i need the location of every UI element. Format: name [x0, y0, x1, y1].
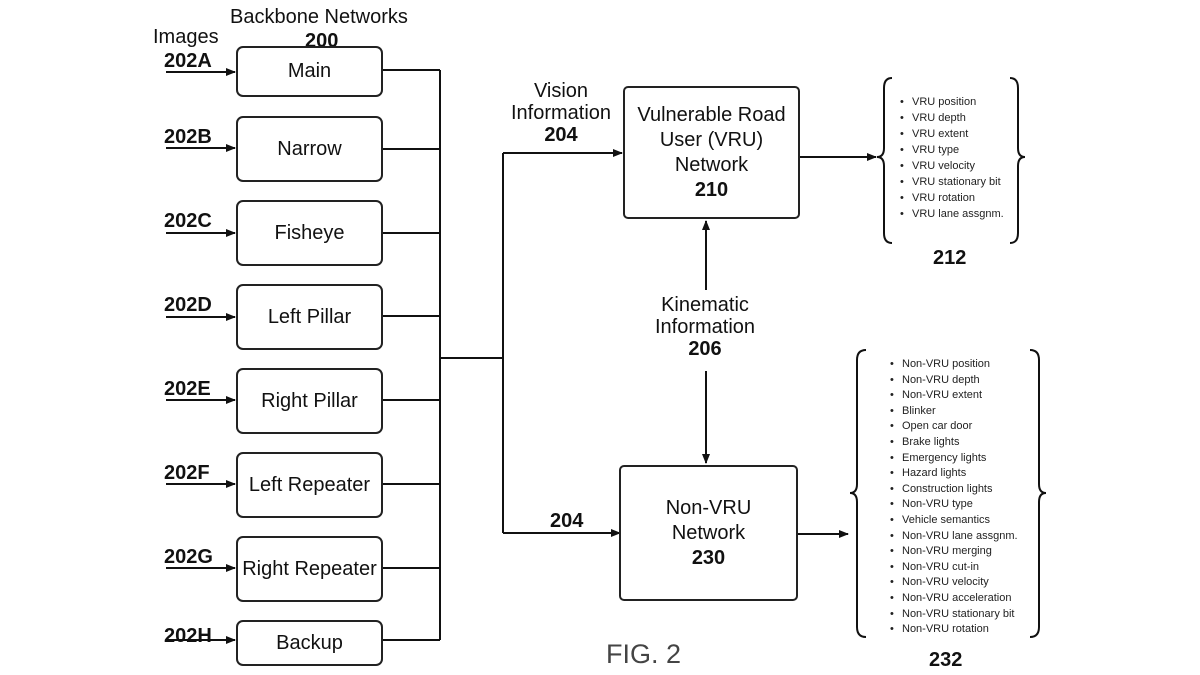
- camera-id-202B: 202B: [164, 126, 212, 148]
- nonvru-output-item: Open car door: [890, 419, 1018, 435]
- kinematic-information-number: 206: [688, 338, 722, 360]
- vru-network-box: Vulnerable Road User (VRU) Network 210: [623, 86, 800, 219]
- vru-outputs-number: 212: [933, 247, 967, 269]
- nonvru-output-item: Non-VRU cut-in: [890, 560, 1018, 576]
- camera-id-202H: 202H: [164, 625, 212, 647]
- camera-id-202G: 202G: [164, 546, 213, 568]
- nonvru-output-item: Hazard lights: [890, 466, 1018, 482]
- vru-output-item: VRU extent: [900, 126, 1004, 142]
- vru-output-item: VRU depth: [900, 110, 1004, 126]
- backbone-left-pillar-box: Left Pillar: [236, 284, 383, 350]
- nonvru-output-item: Non-VRU position: [890, 357, 1018, 373]
- vru-outputs-left-brace: [876, 77, 893, 244]
- backbone-backup-box: Backup: [236, 620, 383, 666]
- images-label: Images: [153, 26, 219, 48]
- vision-information-number: 204: [544, 124, 578, 146]
- nonvru-output-item: Non-VRU rotation: [890, 622, 1018, 638]
- vru-output-item: VRU type: [900, 142, 1004, 158]
- nonvru-output-item: Emergency lights: [890, 451, 1018, 467]
- nonvru-outputs-left-brace: [849, 349, 867, 638]
- nonvru-output-item: Non-VRU stationary bit: [890, 607, 1018, 623]
- backbone-main-box: Main: [236, 46, 383, 97]
- backbone-narrow-box: Narrow: [236, 116, 383, 182]
- nonvru-outputs-right-brace: [1029, 349, 1047, 638]
- vision-information-label: Vision Information 204: [498, 80, 624, 146]
- backbone-right-repeater-box: Right Repeater: [236, 536, 383, 602]
- nonvru-output-item: Non-VRU acceleration: [890, 591, 1018, 607]
- nonvru-output-item: Construction lights: [890, 482, 1018, 498]
- camera-id-202D: 202D: [164, 294, 212, 316]
- camera-id-202E: 202E: [164, 378, 211, 400]
- camera-id-202C: 202C: [164, 210, 212, 232]
- nonvru-output-item: Vehicle semantics: [890, 513, 1018, 529]
- backbone-fisheye-box: Fisheye: [236, 200, 383, 266]
- vru-output-item: VRU lane assgnm.: [900, 206, 1004, 222]
- nonvru-outputs-number: 232: [929, 649, 963, 671]
- camera-id-202F: 202F: [164, 462, 210, 484]
- vru-output-item: VRU position: [900, 94, 1004, 110]
- nonvru-output-item: Non-VRU velocity: [890, 575, 1018, 591]
- backbone-left-repeater-box: Left Repeater: [236, 452, 383, 518]
- vru-outputs-list: VRU positionVRU depthVRU extentVRU typeV…: [900, 94, 1004, 222]
- vru-output-item: VRU stationary bit: [900, 174, 1004, 190]
- figure-caption: FIG. 2: [606, 639, 682, 669]
- nonvru-output-item: Non-VRU merging: [890, 544, 1018, 560]
- nonvru-output-item: Non-VRU depth: [890, 373, 1018, 389]
- nonvru-output-item: Non-VRU extent: [890, 388, 1018, 404]
- nonvru-output-item: Non-VRU lane assgnm.: [890, 529, 1018, 545]
- nonvru-network-number: 230: [691, 546, 726, 569]
- nonvru-output-item: Non-VRU type: [890, 497, 1018, 513]
- backbone-networks-label: Backbone Networks: [230, 6, 408, 28]
- kinematic-information-label: Kinematic Information 206: [630, 294, 780, 360]
- vru-output-item: VRU velocity: [900, 158, 1004, 174]
- backbone-right-pillar-box: Right Pillar: [236, 368, 383, 434]
- vision-information-number-lower: 204: [550, 510, 584, 532]
- nonvru-outputs-list: Non-VRU positionNon-VRU depthNon-VRU ext…: [890, 357, 1018, 638]
- vru-output-item: VRU rotation: [900, 190, 1004, 206]
- nonvru-output-item: Blinker: [890, 404, 1018, 420]
- camera-id-202A: 202A: [164, 50, 212, 72]
- nonvru-output-item: Brake lights: [890, 435, 1018, 451]
- nonvru-network-box: Non-VRU Network 230: [619, 465, 798, 601]
- vru-network-number: 210: [694, 178, 729, 201]
- vru-outputs-right-brace: [1009, 77, 1026, 244]
